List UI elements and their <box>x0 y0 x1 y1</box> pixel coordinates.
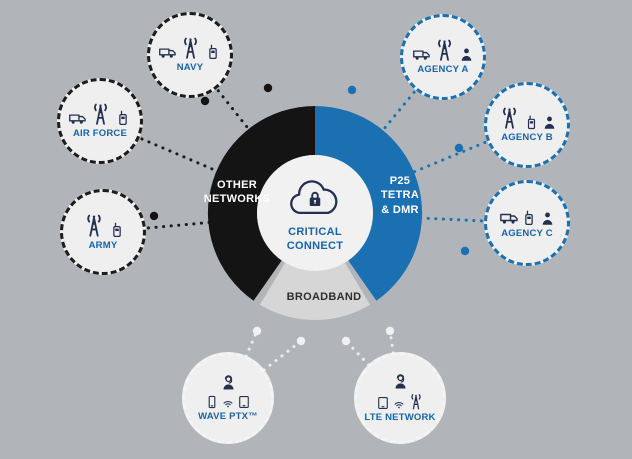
connector-dot <box>263 83 273 93</box>
node-label: AGENCY C <box>501 227 553 239</box>
node-navy: NAVY <box>147 12 233 98</box>
wifi-icon <box>223 401 233 409</box>
node-label: LTE NETWORK <box>364 412 436 424</box>
node-agency-b: AGENCY B <box>484 82 570 168</box>
node-label: AGENCY B <box>501 132 553 144</box>
node-label: ARMY <box>88 239 118 251</box>
dispatcher-icon <box>222 375 234 391</box>
walkie-talkie-icon <box>119 110 127 126</box>
node-label: AGENCY A <box>417 64 469 76</box>
connector-dot <box>460 246 470 256</box>
segment-broadband <box>259 262 371 320</box>
node-label: NAVY <box>176 62 204 74</box>
segment-other-networks <box>207 105 315 301</box>
node-agency-c-icons <box>499 207 556 227</box>
connector-dot <box>341 336 351 346</box>
connector-dot <box>454 143 464 153</box>
node-army-icons <box>81 213 126 239</box>
node-army: ARMY <box>60 189 146 275</box>
police-officer-icon <box>461 48 471 62</box>
connector-dot <box>385 326 395 336</box>
node-wave-ptx-icons <box>204 394 252 410</box>
connector-dot <box>347 85 357 95</box>
truck-icon <box>69 114 86 125</box>
walkie-talkie-icon <box>112 222 121 237</box>
radio-tower-icon <box>437 39 451 62</box>
hub-label-critical-connect: CRITICAL CONNECT <box>286 226 344 252</box>
connector-dot <box>252 326 262 336</box>
radio-tower-icon <box>411 394 421 410</box>
police-officer-icon <box>544 116 554 130</box>
node-agency-a-icons <box>412 38 475 63</box>
walkie-talkie-icon <box>209 44 217 60</box>
radio-tower-icon <box>183 37 198 60</box>
node-air-force: AIR FORCE <box>57 78 143 164</box>
segment-label-broadband: BROADBAND <box>286 291 362 303</box>
node-air-force-icons <box>68 102 132 127</box>
walkie-talkie-icon <box>527 115 535 130</box>
truck-icon <box>499 213 518 225</box>
node-lte-network: LTE NETWORK <box>354 352 446 444</box>
radio-tower-icon <box>502 107 516 130</box>
node-lte-network-icons <box>375 393 425 411</box>
node-agency-a: AGENCY A <box>400 14 486 100</box>
connector-dot <box>296 336 306 346</box>
tablet-icon <box>239 396 249 409</box>
node-label: WAVE PTX™ <box>198 411 258 423</box>
police-officer-icon <box>542 212 552 225</box>
node-label: AIR FORCE <box>72 128 128 140</box>
truck-icon <box>159 48 176 59</box>
connector-dot <box>200 96 210 106</box>
walkie-talkie-icon <box>524 210 533 225</box>
truck-icon <box>412 50 430 61</box>
segment-label-p25-tetra-dmr: P25 TETRA & DMR <box>380 175 420 216</box>
connector-dots <box>149 83 470 346</box>
radio-tower-icon <box>93 103 108 126</box>
smartphone-icon <box>208 396 216 409</box>
wifi-icon <box>394 402 404 410</box>
cloud-lock-icon <box>290 180 338 215</box>
tablet-icon <box>378 397 388 410</box>
node-agency-b-icons <box>497 106 558 131</box>
dispatcher-icon <box>394 374 406 390</box>
node-navy-icons <box>158 36 222 61</box>
radio-tower-icon <box>86 214 101 237</box>
node-agency-c: AGENCY C <box>484 180 570 266</box>
segment-label-other-networks: OTHER NETWORKS <box>203 179 271 206</box>
connector-dot <box>149 211 159 221</box>
node-wave-ptx: WAVE PTX™ <box>182 352 274 444</box>
segment-p25-tetra-dmr <box>315 105 423 301</box>
